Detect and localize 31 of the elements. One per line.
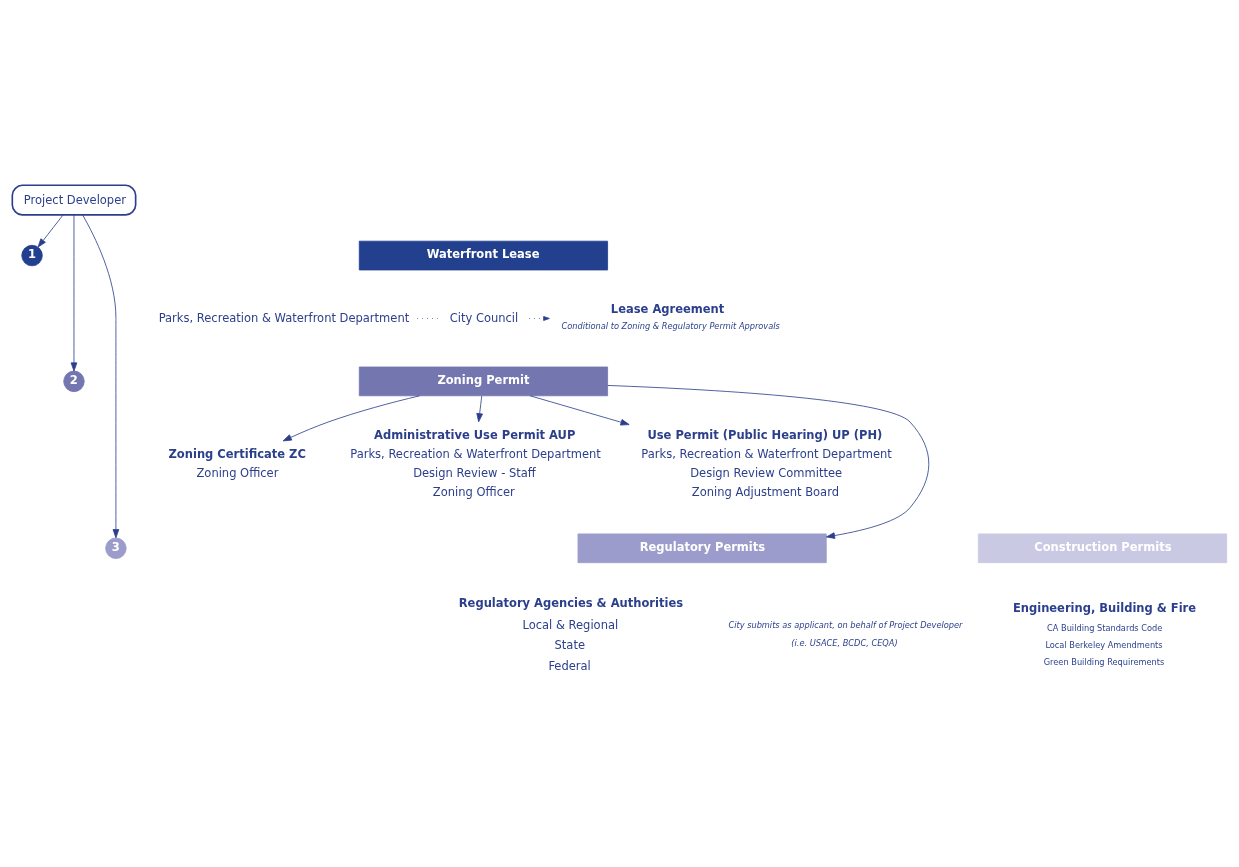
- label: City submits as applicant, on behalf of Project Developer: [728, 619, 963, 630]
- node-circle: 2: [63, 370, 85, 392]
- node-box: Regulatory Permits: [577, 533, 827, 563]
- label: Federal: [548, 658, 591, 673]
- arrow: [82, 214, 120, 538]
- node-text: City Council: [449, 310, 519, 325]
- arrow: [528, 315, 550, 321]
- label: CA Building Standards Code: [1047, 622, 1163, 633]
- node-text: Administrative Use Permit AUP Parks, Recreation & Waterfront Department Design Review - Staff Zoning Officer: [350, 427, 601, 499]
- node-circle: 3: [105, 537, 127, 559]
- node-box: Zoning Permit: [358, 366, 608, 396]
- label: (i.e. USACE, BCDC, CEQA): [791, 637, 898, 648]
- arrow: [529, 394, 630, 425]
- label: Local & Regional: [522, 617, 619, 632]
- arrow: [70, 214, 78, 371]
- label: Regulatory Agencies & Authorities: [458, 595, 684, 610]
- label: Engineering, Building & Fire: [1012, 600, 1197, 615]
- label: Local Berkeley Amendments: [1045, 639, 1163, 650]
- node-text: Use Permit (Public Hearing) UP (PH) Parks, Recreation & Waterfront Department Design Review Committee Zoning Adjustment Board: [641, 427, 892, 499]
- node-circle: 1: [21, 244, 43, 266]
- node-text: Parks, Recreation & Waterfront Department: [158, 310, 410, 325]
- node-text: Zoning Certificate ZC Zoning Officer: [168, 446, 306, 480]
- arrow: [282, 394, 420, 441]
- arrow: [607, 384, 930, 539]
- arrow: [476, 395, 483, 422]
- label: Green Building Requirements: [1043, 656, 1165, 667]
- arrow: [37, 214, 64, 247]
- node-box: Waterfront Lease: [358, 240, 608, 270]
- node-text: Lease Agreement Conditional to Zoning & Regulatory Permit Approvals: [561, 301, 780, 331]
- node-box: Project Developer: [11, 183, 137, 216]
- label: State: [554, 637, 585, 652]
